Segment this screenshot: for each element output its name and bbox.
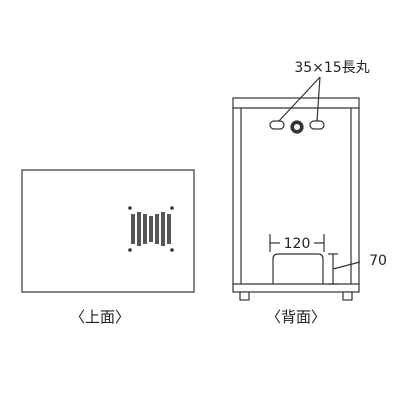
back-view-caption: 〈背面〉 <box>266 308 326 326</box>
left-foot <box>239 291 250 301</box>
height-dimension-label: 70 <box>369 253 387 269</box>
width-dimension-label: 120 <box>284 236 311 252</box>
bottom-cutout <box>272 253 324 284</box>
top-panel-outline <box>21 169 195 293</box>
slot-size-label: 35×15長丸 <box>294 60 369 76</box>
left-oval-slot <box>269 120 285 130</box>
right-foot <box>342 291 353 301</box>
back-view <box>232 76 361 301</box>
vent-grille <box>128 206 174 252</box>
top-view-caption: 〈上面〉 <box>70 308 130 326</box>
right-oval-slot <box>309 120 325 130</box>
slot-leader-left <box>278 76 321 122</box>
slot-leader-right <box>316 76 321 122</box>
top-view <box>21 169 195 293</box>
